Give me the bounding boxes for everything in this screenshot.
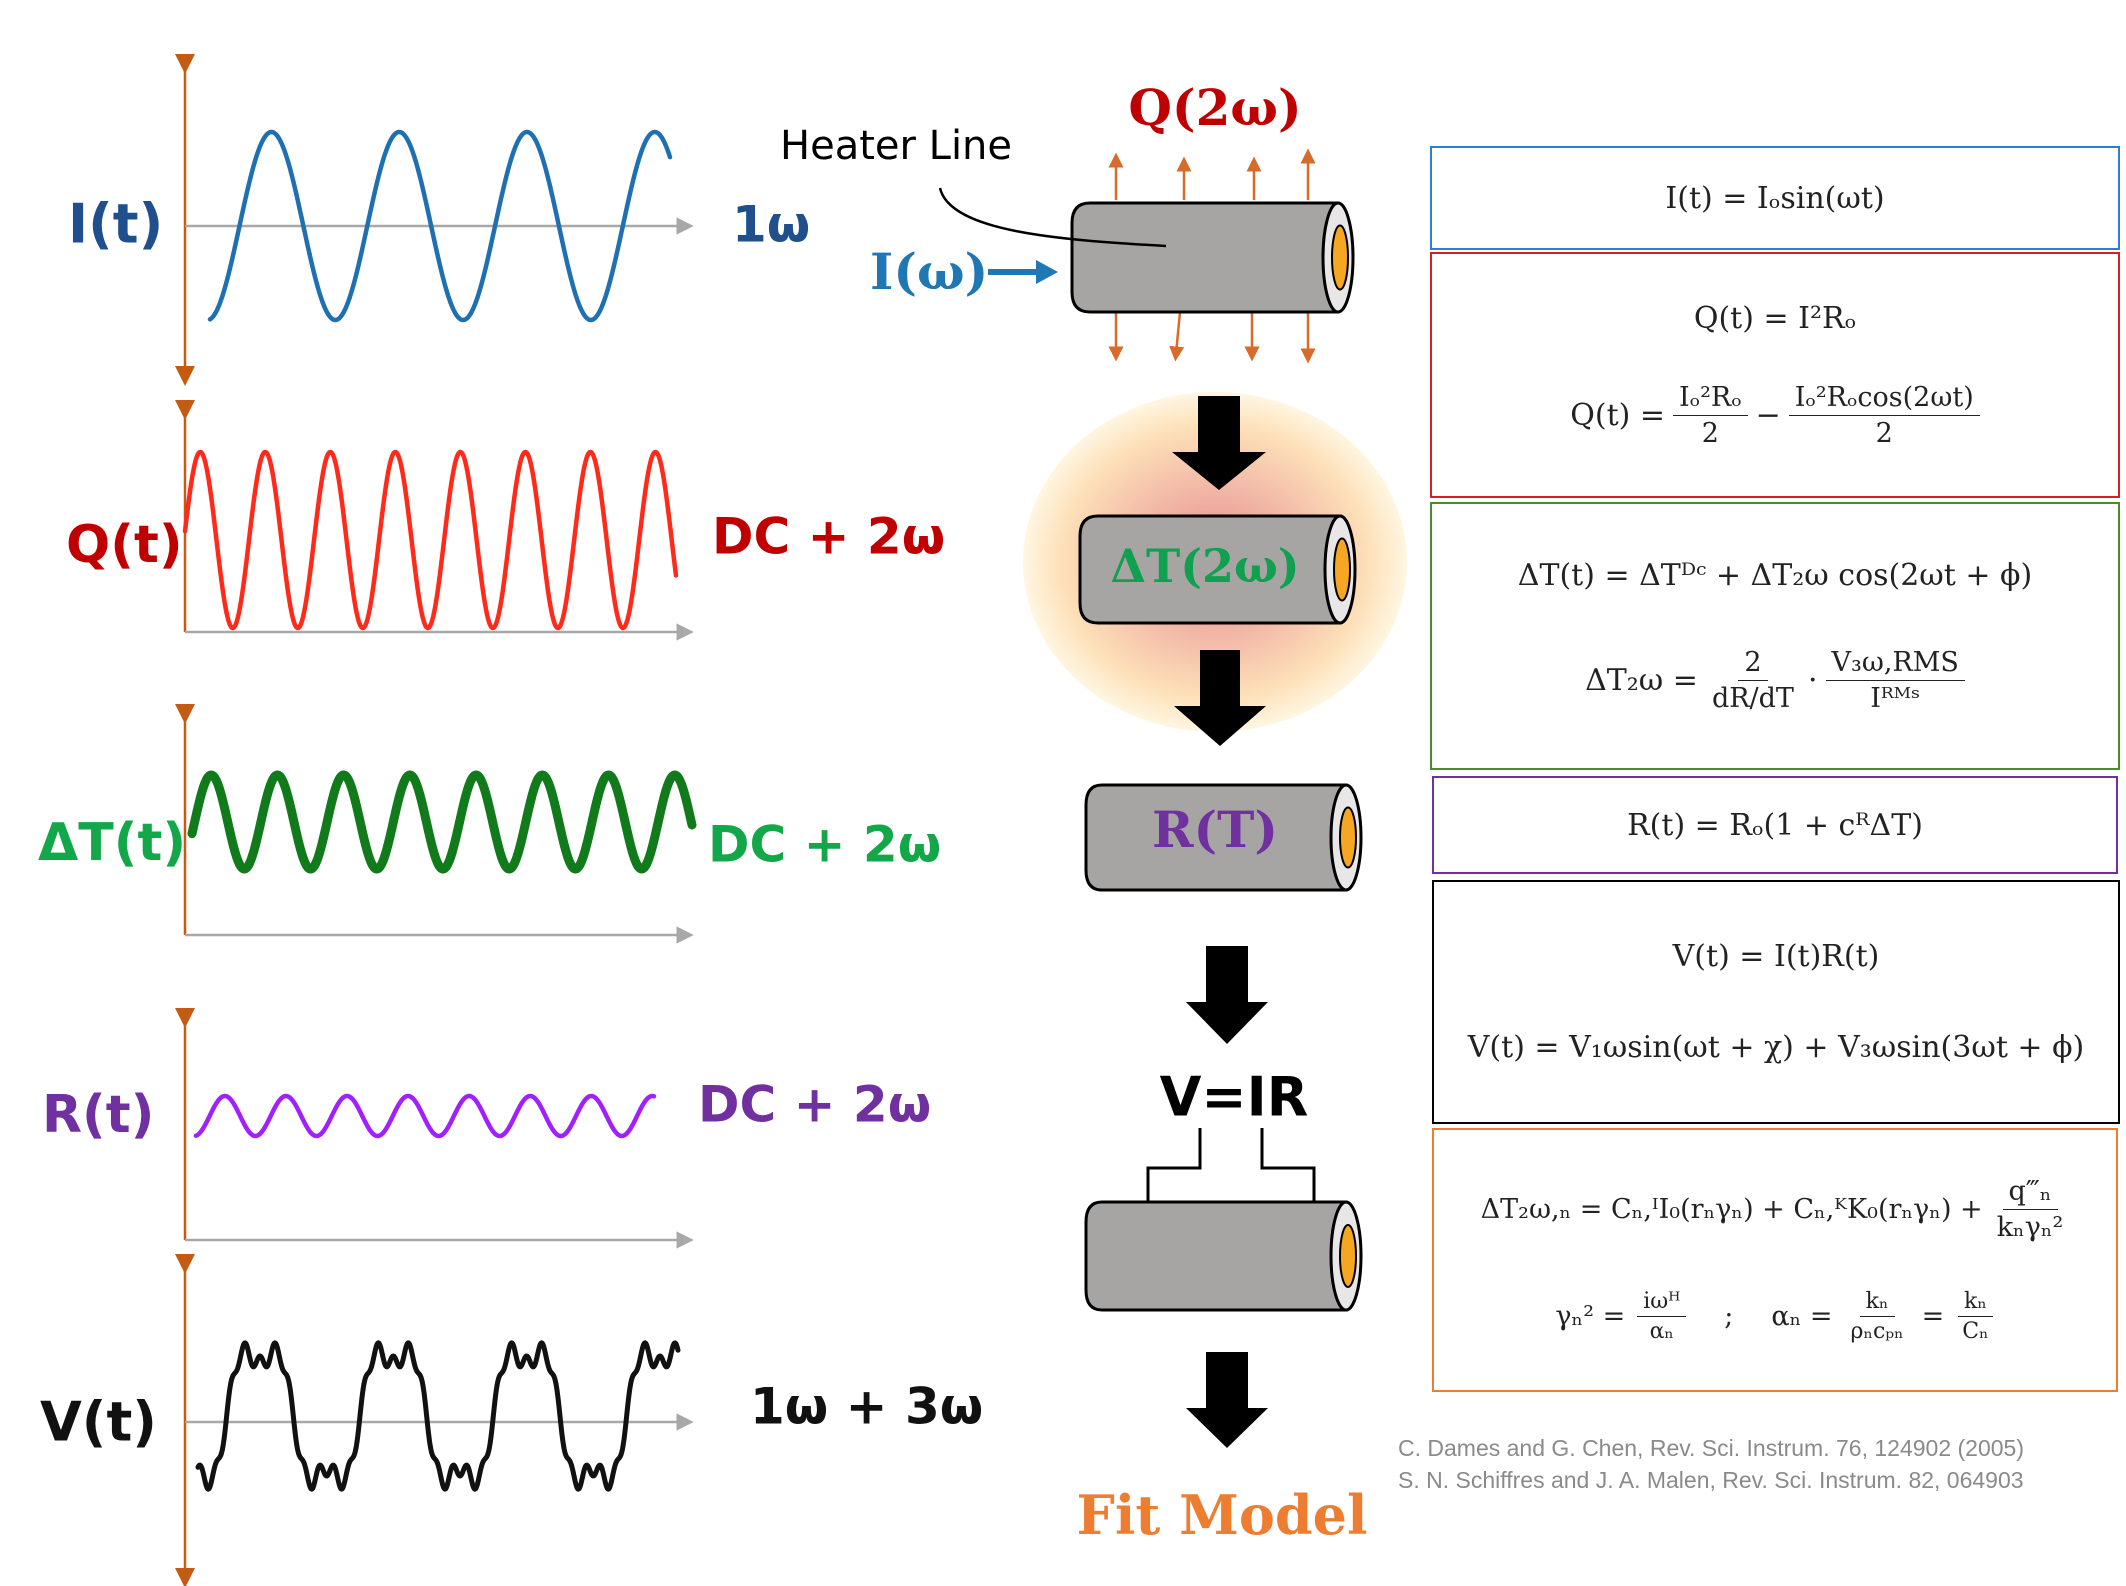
temperature-equation-box: ΔT(t) = ΔTᴰᶜ + ΔT₂ω cos(2ωt + ϕ) ΔT₂ω = … [1430, 502, 2120, 770]
gamma-lhs: γₙ² = [1555, 1300, 1626, 1332]
current-label: I(t) [68, 193, 163, 256]
inverse-tcr-numerator: 2 [1738, 647, 1768, 681]
resistance-stage-label: R(T) [1152, 800, 1278, 859]
temperature-oscillation-equation: ΔT(t) = ΔTᴰᶜ + ΔT₂ω cos(2ωt + ϕ) [1517, 557, 2033, 593]
resistance-equation-box: R(t) = Rₒ(1 + cᴿΔT) [1432, 776, 2118, 874]
measurement-cylinder [1084, 1200, 1363, 1312]
gamma-denominator: αₙ [1649, 1318, 1674, 1344]
heater-line-pointer [938, 187, 1167, 248]
flow-arrow-1-overlay [1172, 396, 1266, 490]
voltage-label: V(t) [40, 1391, 157, 1454]
current-equation: I(t) = Iₒsin(ωt) [1665, 180, 1885, 216]
voltage-ratio-term: V₃ω,RMS Iᴿᴹˢ [1825, 647, 1965, 714]
waveform-panel-voltage: V(t) 1ω + 3ω [40, 1254, 983, 1586]
fit-model-equation-box: ΔT₂ω,ₙ = Cₙ,ᴵI₀(rₙγₙ) + Cₙ,ᴷK₀(rₙγₙ) + q… [1432, 1128, 2118, 1392]
heat-flux-arrows-up [1108, 148, 1316, 200]
layer-temperature-equation: ΔT₂ω,ₙ = Cₙ,ᴵI₀(rₙγₙ) + Cₙ,ᴷK₀(rₙγₙ) + q… [1481, 1176, 2070, 1243]
diffusivity-equation: γₙ² = iωᴴ αₙ ; αₙ = kₙ ρₙcₚₙ = kₙ Cₙ [1555, 1289, 1994, 1345]
heat-generation-denominator: kₙγₙ² [1996, 1211, 2064, 1243]
heat-minus-sign: − [1755, 398, 1781, 434]
resistance-cylinder [1084, 783, 1363, 892]
layer-temperature-lhs: ΔT₂ω,ₙ = Cₙ,ᴵI₀(rₙγₙ) + Cₙ,ᴷK₀(rₙγₙ) + [1480, 1193, 1983, 1225]
citation-schiffres-malen: S. N. Schiffres and J. A. Malen, Rev. Sc… [1398, 1467, 2024, 1493]
heat-generation-term: q‴ₙ kₙγₙ² [1991, 1176, 2070, 1243]
input-current-arrowhead [1036, 260, 1058, 284]
heat-ac-denominator: 2 [1875, 418, 1893, 450]
voltage-probe-leads [1146, 1128, 1316, 1202]
temperature-amplitude-equation: ΔT₂ω = 2 dR/dT · V₃ω,RMS Iᴿᴹˢ [1585, 647, 1965, 714]
waveform-panel-temperature: ΔT(t) DC + 2ω [38, 704, 941, 944]
input-current-label: I(ω) [870, 242, 988, 301]
heat-expansion-equation: Q(t) = Iₒ²Rₒ 2 − Iₒ²Rₒcos(2ωt) 2 [1570, 382, 1980, 450]
voltage-waveform [195, 1340, 681, 1492]
heat-dc-denominator: 2 [1701, 418, 1719, 450]
waveform-panel-resistance: R(t) DC + 2ω [42, 1008, 931, 1249]
temperature-frequency-label: DC + 2ω [708, 816, 941, 874]
measurement-stage: V=IR [1084, 1066, 1363, 1312]
fit-model-label: Fit Model [1076, 1483, 1367, 1547]
ohms-law-label: V=IR [1160, 1066, 1309, 1129]
heat-flux-label: Q(2ω) [1128, 78, 1301, 137]
temperature-amplitude-lhs: ΔT₂ω = [1585, 662, 1698, 698]
heat-generation-numerator: q‴ₙ [2002, 1176, 2058, 1210]
alpha-lhs: αₙ = [1771, 1300, 1833, 1332]
heater-line-label: Heater Line [780, 123, 1012, 169]
heat-capacity-fraction: kₙ Cₙ [1956, 1289, 1994, 1345]
citations: C. Dames and G. Chen, Rev. Sci. Instrum.… [1398, 1432, 2024, 1496]
gamma-fraction: iωᴴ αₙ [1637, 1289, 1687, 1345]
heat-expansion-lhs: Q(t) = [1570, 398, 1665, 434]
voltage-ratio-denominator: Iᴿᴹˢ [1870, 682, 1921, 714]
alpha-denominator: ρₙcₚₙ [1850, 1318, 1904, 1344]
voltage-ratio-numerator: V₃ω,RMS [1825, 647, 1965, 681]
temperature-stage-label: ΔT(2ω) [1110, 539, 1299, 593]
current-frequency-label: 1ω [732, 196, 810, 254]
joule-heating-equation: Q(t) = I²Rₒ [1693, 300, 1857, 336]
heat-ac-numerator: Iₒ²Rₒcos(2ωt) [1788, 382, 1980, 417]
resistance-frequency-label: DC + 2ω [698, 1076, 931, 1134]
heat-waveform [182, 449, 679, 631]
heater-line-cylinder [1070, 201, 1355, 314]
flow-arrow-3 [1186, 946, 1268, 1044]
ohms-law-equation: V(t) = I(t)R(t) [1672, 938, 1880, 974]
flow-arrow-4 [1186, 1352, 1268, 1448]
temperature-cylinder [1078, 514, 1357, 625]
resistance-label: R(t) [42, 1085, 154, 1145]
resistance-equation: R(t) = Rₒ(1 + cᴿΔT) [1627, 807, 1923, 843]
voltage-equation-box: V(t) = I(t)R(t) V(t) = V₁ωsin(ωt + χ) + … [1432, 880, 2120, 1124]
heat-equation-box: Q(t) = I²Rₒ Q(t) = Iₒ²Rₒ 2 − Iₒ²Rₒcos(2ω… [1430, 252, 2120, 498]
alpha-equals-sign: = [1921, 1300, 1945, 1332]
heater-stage: Q(2ω) Heater Line I(ω) [780, 78, 1355, 364]
alpha-fraction: kₙ ρₙcₚₙ [1845, 1289, 1910, 1345]
heat-capacity-numerator: kₙ [1958, 1289, 1993, 1317]
current-waveform [207, 129, 673, 323]
heat-dc-term: Iₒ²Rₒ 2 [1673, 382, 1748, 449]
heat-ac-term: Iₒ²Rₒcos(2ωt) 2 [1788, 382, 1980, 450]
voltage-harmonics-equation: V(t) = V₁ωsin(ωt + χ) + V₃ωsin(3ωt + ϕ) [1467, 1030, 2085, 1066]
inverse-tcr-denominator: dR/dT [1711, 682, 1794, 714]
heat-flux-arrows-down [1108, 311, 1316, 364]
current-equation-box: I(t) = Iₒsin(ωt) [1430, 146, 2120, 250]
waveform-panel-heat: Q(t) DC + 2ω [66, 400, 945, 641]
flow-arrow-2 [1174, 650, 1266, 746]
gamma-numerator: iωᴴ [1637, 1289, 1687, 1317]
heat-dc-numerator: Iₒ²Rₒ [1673, 382, 1748, 417]
resistance-stage: R(T) [1084, 783, 1363, 892]
equation-separator: ; [1724, 1300, 1734, 1332]
multiply-dot: · [1807, 662, 1818, 698]
citation-dames-chen: C. Dames and G. Chen, Rev. Sci. Instrum.… [1398, 1435, 2024, 1461]
temperature-waveform [187, 770, 697, 874]
inverse-tcr-term: 2 dR/dT [1706, 647, 1800, 714]
heat-label: Q(t) [66, 515, 183, 575]
heat-capacity-denominator: Cₙ [1962, 1318, 1989, 1344]
voltage-frequency-label: 1ω + 3ω [750, 1378, 983, 1436]
alpha-numerator: kₙ [1859, 1289, 1895, 1317]
temperature-stage: ΔT(2ω) [1023, 392, 1407, 746]
waveform-panel-current: I(t) 1ω [68, 54, 810, 386]
temperature-label: ΔT(t) [38, 813, 186, 873]
heat-frequency-label: DC + 2ω [712, 508, 945, 566]
resistance-waveform [193, 1093, 657, 1139]
